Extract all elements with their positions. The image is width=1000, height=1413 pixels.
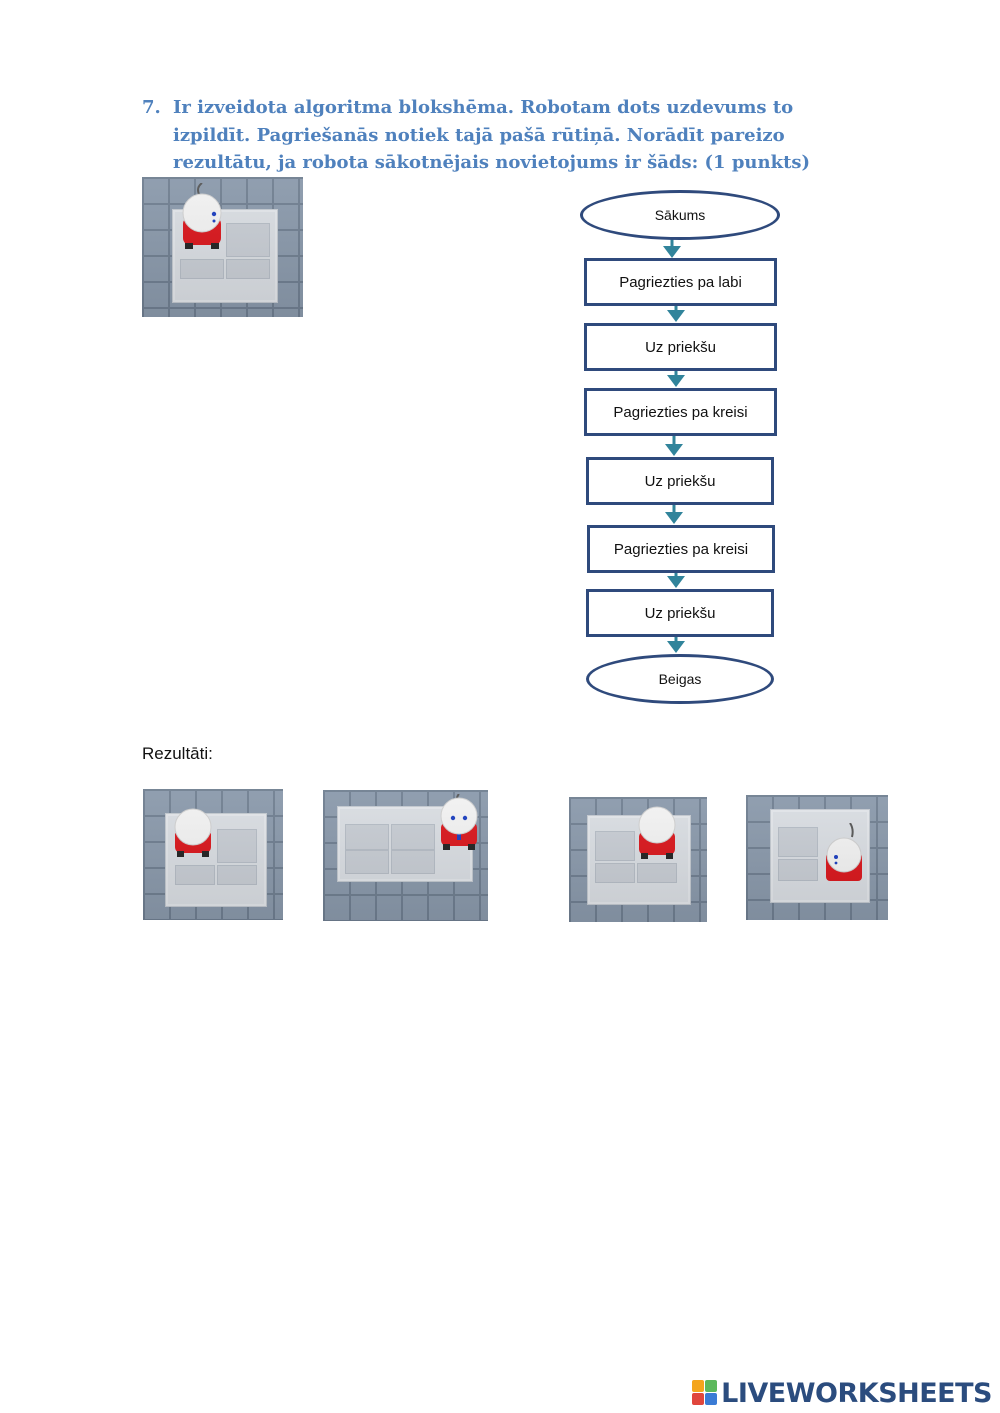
- field-cell: [778, 859, 818, 881]
- algorithm-flowchart: Sākums Pagriezties pa labi Uz priekšu Pa…: [560, 180, 800, 710]
- result-option-d[interactable]: [746, 795, 888, 920]
- result-option-c[interactable]: [569, 797, 707, 922]
- robot-icon: [638, 806, 676, 859]
- results-label: Rezultāti:: [142, 744, 213, 763]
- robot-icon: [174, 808, 212, 857]
- field-cell: [217, 865, 257, 885]
- field-cell: [595, 831, 635, 861]
- field-cell: [391, 850, 435, 874]
- flowchart-step: Uz priekšu: [586, 457, 774, 505]
- field-cell: [778, 827, 818, 857]
- flowchart-end: Beigas: [586, 654, 774, 704]
- field-cell: [595, 863, 635, 883]
- flowchart-arrows: [663, 237, 685, 653]
- question: 7. Ir izveidota algoritma blokshēma. Rob…: [142, 94, 862, 177]
- flowchart-start: Sākums: [580, 190, 780, 240]
- robot-icon: [182, 183, 222, 249]
- flowchart-step: Pagriezties pa kreisi: [587, 525, 775, 573]
- robot-icon: [826, 823, 862, 881]
- logo-text: LIVEWORKSHEETS: [721, 1377, 992, 1409]
- field-cell: [175, 865, 215, 885]
- logo-badge-icon: [692, 1380, 718, 1406]
- field-cell: [391, 824, 435, 850]
- question-text: Ir izveidota algoritma blokshēma. Robota…: [173, 97, 811, 173]
- field-cell: [226, 259, 270, 279]
- field-cell: [637, 863, 677, 883]
- field-cell: [345, 824, 389, 850]
- result-option-a[interactable]: [143, 789, 283, 920]
- liveworksheets-logo: LIVEWORKSHEETS: [692, 1377, 992, 1409]
- flowchart-step: Uz priekšu: [586, 589, 774, 637]
- field-cell: [217, 829, 257, 863]
- field-cell: [180, 259, 224, 279]
- field-cell: [345, 850, 389, 874]
- initial-robot-scene: [142, 177, 303, 317]
- question-number: 7.: [142, 97, 161, 118]
- flowchart-step: Pagriezties pa labi: [584, 258, 777, 306]
- flowchart-step: Uz priekšu: [584, 323, 777, 371]
- result-option-b[interactable]: [323, 790, 488, 921]
- flowchart-step: Pagriezties pa kreisi: [584, 388, 777, 436]
- field-cell: [226, 223, 270, 257]
- robot-icon: [440, 794, 478, 850]
